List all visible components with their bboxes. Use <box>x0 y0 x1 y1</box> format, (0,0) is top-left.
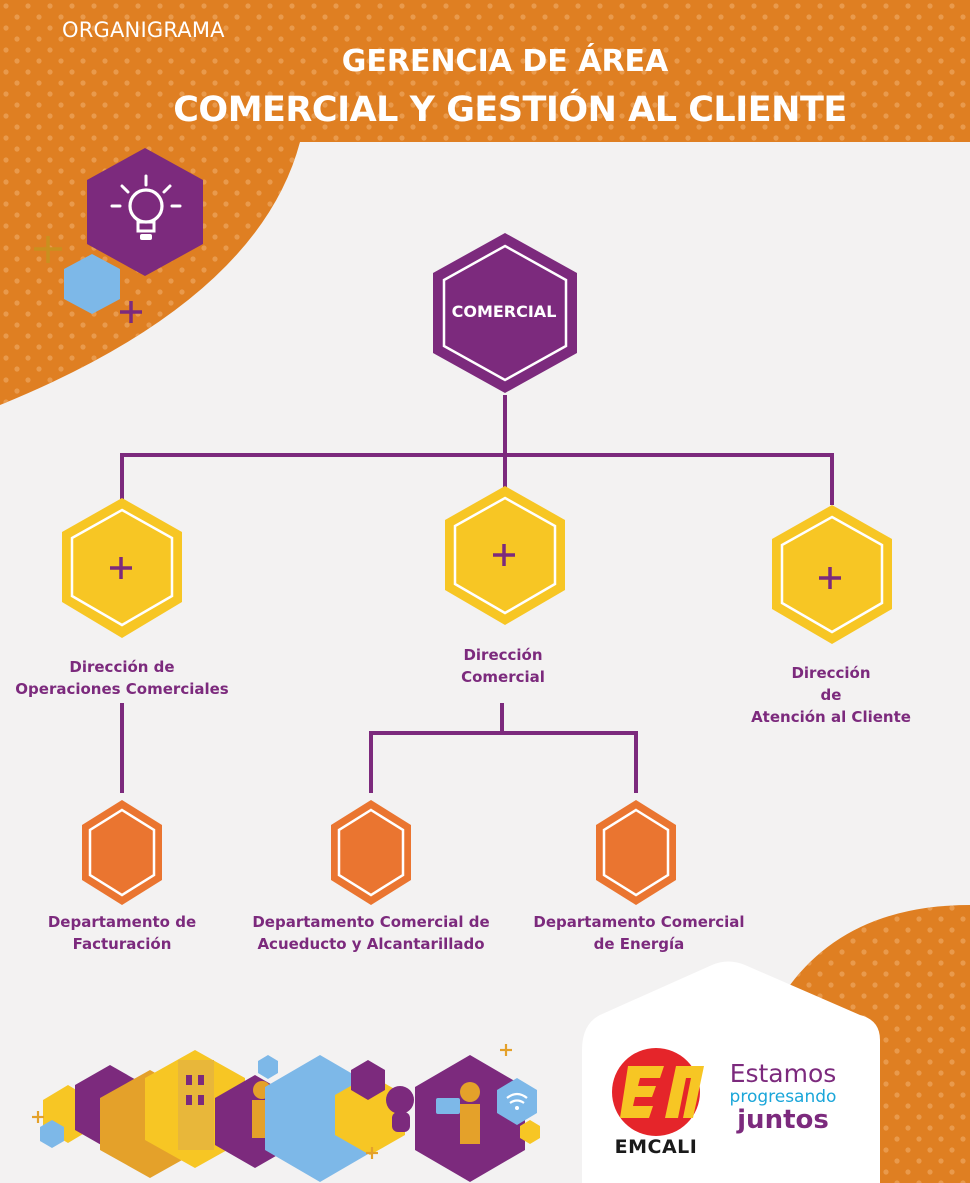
direction-label-line: Atención al Cliente <box>751 708 911 726</box>
department-label-line: Departamento Comercial de <box>252 913 490 931</box>
slogan-line: Estamos <box>729 1059 837 1088</box>
emcali-logo-mark <box>612 1048 704 1136</box>
department-label-line: de Energía <box>593 935 685 953</box>
department-hex-acueducto <box>331 800 411 905</box>
plus-icon <box>110 544 841 589</box>
slogan-line: progresando <box>729 1087 837 1107</box>
direction-hex-atencion <box>772 505 892 644</box>
plus-icon <box>34 236 62 263</box>
direction-label-line: Comercial <box>461 668 545 686</box>
page-title-line2: COMERCIAL Y GESTIÓN AL CLIENTE <box>173 90 847 130</box>
brand-name: EMCALI <box>614 1136 698 1158</box>
city-illustration <box>32 1044 540 1182</box>
blue-hex-decor <box>64 254 120 314</box>
department-label-line: Acueducto y Alcantarillado <box>257 935 485 953</box>
department-label-energia: Departamento Comercial de Energía <box>524 911 754 955</box>
root-node-hex <box>433 233 577 393</box>
slogan-line: juntos <box>737 1105 829 1135</box>
department-label-line: Facturación <box>72 935 172 953</box>
connector-lines <box>120 395 834 793</box>
direction-label-comercial: Dirección Comercial <box>403 644 603 688</box>
direction-label-atencion: Dirección de Atención al Cliente <box>731 662 931 728</box>
root-node-label: COMERCIAL <box>451 302 557 321</box>
lightbulb-hex <box>87 148 203 276</box>
department-label-line: Departamento de <box>47 913 197 931</box>
direction-label-operaciones: Dirección de Operaciones Comerciales <box>2 656 242 700</box>
page-title-line1: GERENCIA DE ÁREA <box>341 44 669 79</box>
slogan: Estamos progresando juntos <box>718 1059 848 1135</box>
direction-label-line: Dirección <box>463 646 543 664</box>
direction-label-line: Operaciones Comerciales <box>15 680 229 698</box>
department-label-acueducto: Departamento Comercial de Acueducto y Al… <box>241 911 501 955</box>
organigram-tag: ORGANIGRAMA <box>62 18 225 42</box>
department-label-facturacion: Departamento de Facturación <box>22 911 222 955</box>
department-hex-facturacion <box>82 800 162 905</box>
department-hex-energia <box>596 800 676 905</box>
direction-label-line: Dirección <box>791 664 871 682</box>
plus-icon <box>120 301 142 323</box>
department-label-line: Departamento Comercial <box>533 913 745 931</box>
direction-label-line: Dirección de <box>69 658 175 676</box>
direction-label-line: de <box>820 686 842 704</box>
